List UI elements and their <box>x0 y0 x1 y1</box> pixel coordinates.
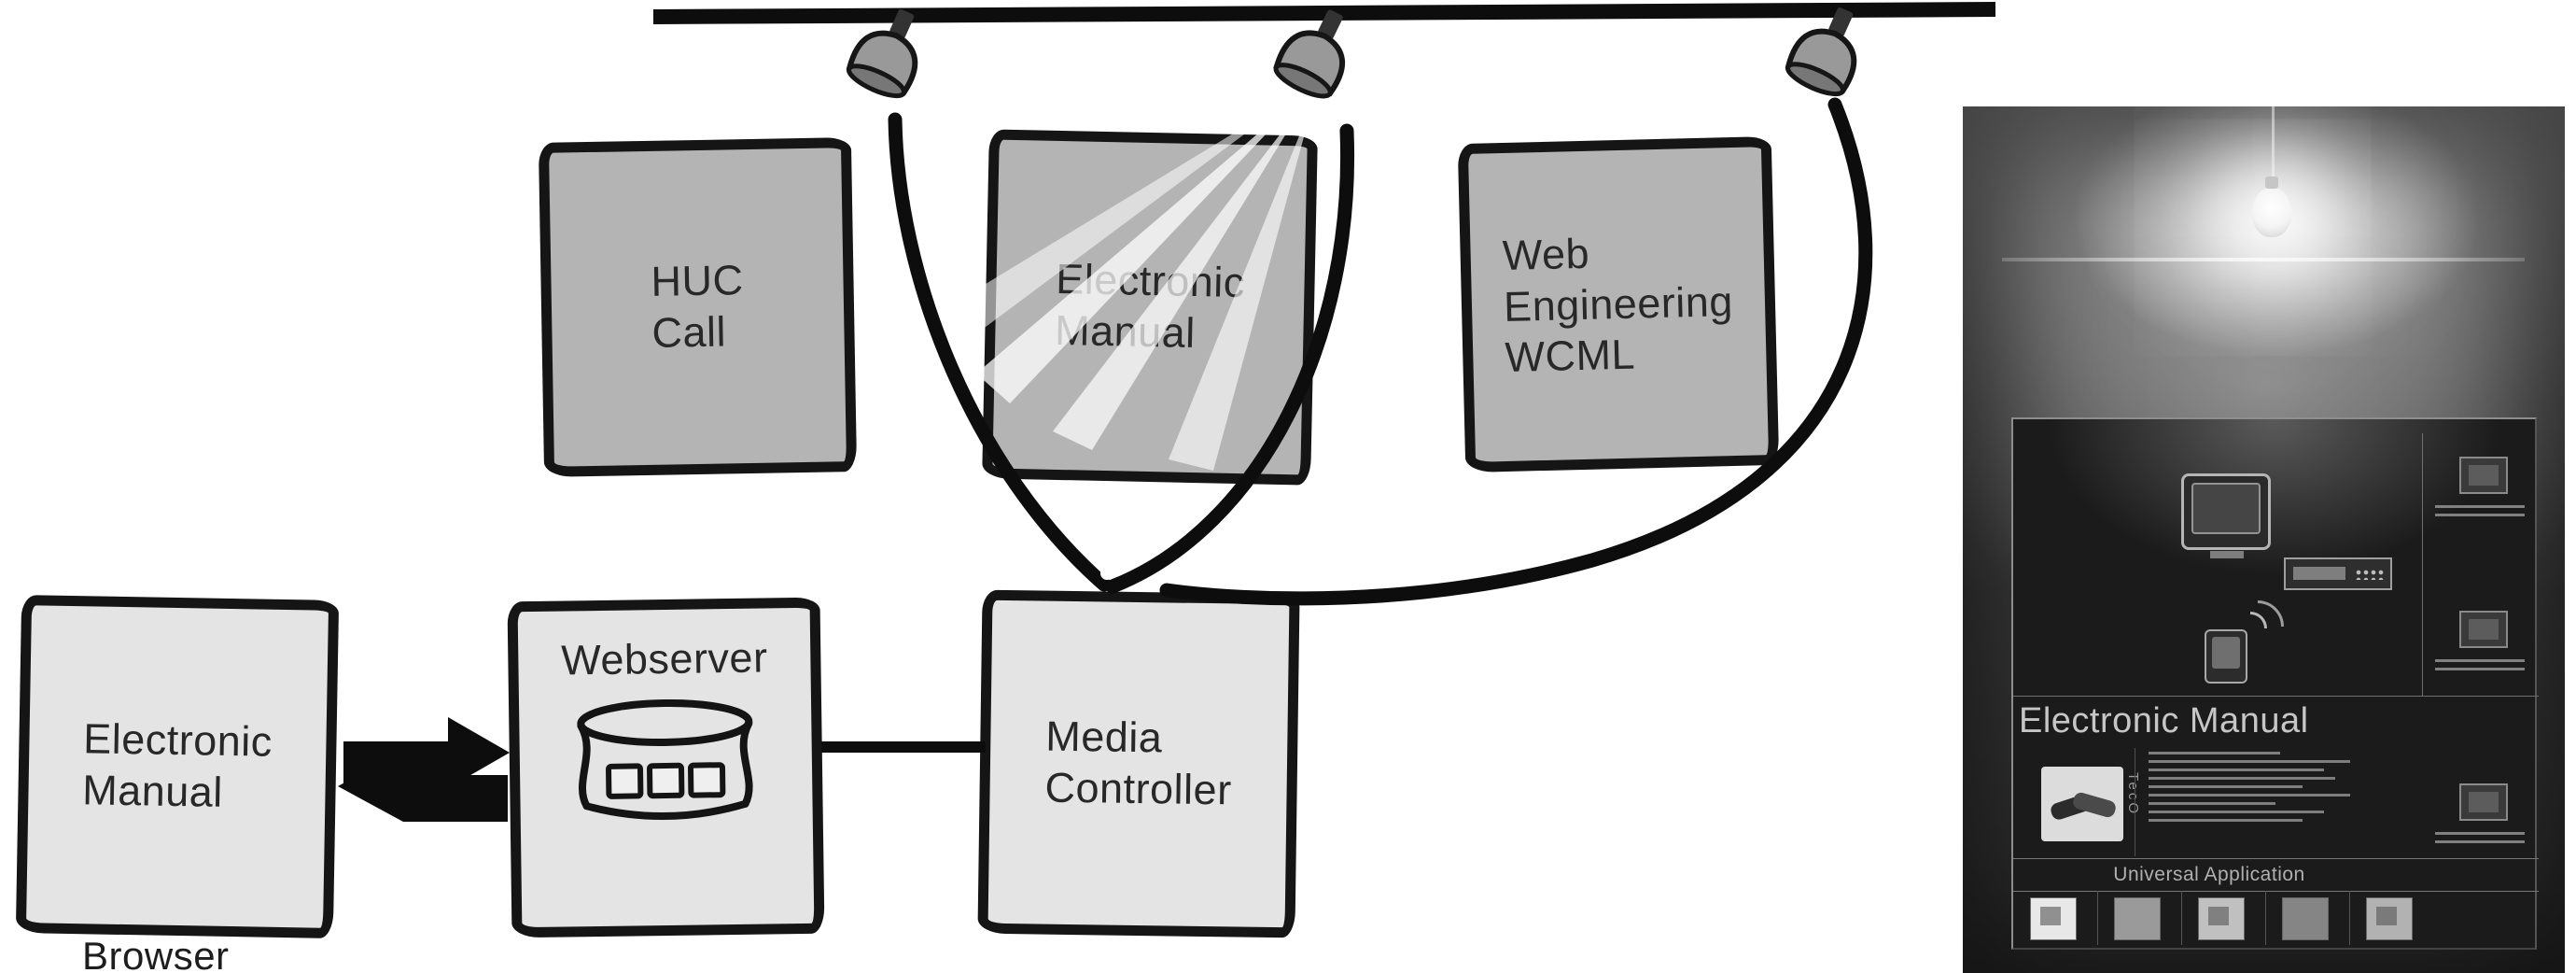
poster-side-icon-3 <box>2459 783 2508 821</box>
crt-monitor-icon <box>2181 473 2271 558</box>
arrow-left <box>338 751 508 822</box>
wireless-signal-icon <box>2258 600 2284 627</box>
arrow-right <box>343 717 510 788</box>
universal-application-rule-top <box>2013 858 2539 859</box>
spotlight-icon-1 <box>846 8 918 99</box>
poster-side-icon-1 <box>2459 457 2508 494</box>
box-electronic-manual-top: Electronic Manual <box>982 129 1318 486</box>
box-em-top-line2: Manual <box>1054 305 1197 358</box>
thumb-separator <box>2265 891 2266 945</box>
box-electronic-manual-browser: Electronic Manual <box>15 595 340 938</box>
box-huc-call: HUC Call <box>538 137 858 477</box>
box-media-controller-label: Media Controller <box>1044 712 1233 817</box>
box-web-line3: WCML <box>1504 331 1636 382</box>
box-webserver: Webserver <box>507 597 825 938</box>
poster-divider-vertical <box>2422 433 2423 696</box>
handshake-hand-right <box>2071 791 2118 819</box>
universal-application-label: Universal Application <box>2113 864 2305 885</box>
box-media-controller: Media Controller <box>977 589 1300 938</box>
spotlight-icon-3 <box>1785 7 1857 97</box>
box-web-engineering-wcml: Web Engineering WCML <box>1457 135 1780 473</box>
handshake-icon <box>2041 767 2123 841</box>
webserver-label: Webserver <box>560 633 768 684</box>
box-mc-line2: Controller <box>1044 763 1233 814</box>
ceiling-rail <box>652 2 1996 24</box>
poster-caption-line <box>2435 514 2525 516</box>
poster-caption-line <box>2435 832 2525 835</box>
curve-junction-gap <box>1100 567 1113 580</box>
poster-caption-line <box>2435 840 2525 843</box>
pda-icon <box>2205 629 2247 684</box>
spotlight-icon-2 <box>1273 9 1346 99</box>
browser-caption: Browser <box>82 934 230 973</box>
box-web-line2: Engineering <box>1503 276 1734 331</box>
box-huc-call-line2: Call <box>651 307 727 357</box>
box-em-browser-line2: Manual <box>81 766 224 816</box>
poster-divider-horizontal <box>2013 696 2539 697</box>
thumb-separator <box>2349 891 2350 945</box>
teco-label: TecO <box>2125 772 2141 817</box>
poster-thumbnail-5 <box>2366 897 2413 940</box>
poster-thumbnail-2 <box>2114 897 2161 940</box>
bidirectional-arrow-icon <box>338 717 510 822</box>
av-device-icon <box>2284 557 2392 590</box>
poster-bodytext-block <box>2149 752 2368 827</box>
poster-thumbnail-1 <box>2030 897 2077 940</box>
poster-caption-line <box>2435 668 2525 670</box>
universal-application-rule-bottom <box>2013 891 2539 892</box>
light-bulb-icon <box>2252 176 2291 237</box>
poster-thumbnail-4 <box>2282 897 2329 940</box>
poster-panel: Electronic Manual TecO Universal Applica… <box>2011 417 2539 950</box>
poster-title: Electronic Manual <box>2019 701 2309 740</box>
server-drum-icon <box>577 698 753 820</box>
box-huc-call-line1: HUC <box>651 256 744 305</box>
box-em-browser-label: Electronic Manual <box>82 713 273 819</box>
box-web-engineering-label: Web Engineering WCML <box>1502 225 1735 385</box>
poster-side-icon-2 <box>2459 611 2508 648</box>
box-em-top-line1: Electronic <box>1055 254 1246 307</box>
box-web-line1: Web <box>1502 229 1590 279</box>
box-electronic-manual-top-label: Electronic Manual <box>1055 254 1246 360</box>
poster-caption-line <box>2435 659 2525 662</box>
bulb-cord <box>2272 106 2275 190</box>
photo-electronic-manual-poster: Electronic Manual TecO Universal Applica… <box>1963 106 2565 973</box>
poster-thumbnail-3 <box>2198 897 2245 940</box>
box-huc-call-label: HUC Call <box>651 255 745 359</box>
thumb-separator <box>2181 891 2182 945</box>
wall-rail <box>2002 258 2525 261</box>
poster-caption-line <box>2435 505 2525 508</box>
thumb-separator <box>2097 891 2098 945</box>
box-em-browser-line1: Electronic <box>82 714 273 766</box>
box-mc-line1: Media <box>1045 712 1163 762</box>
